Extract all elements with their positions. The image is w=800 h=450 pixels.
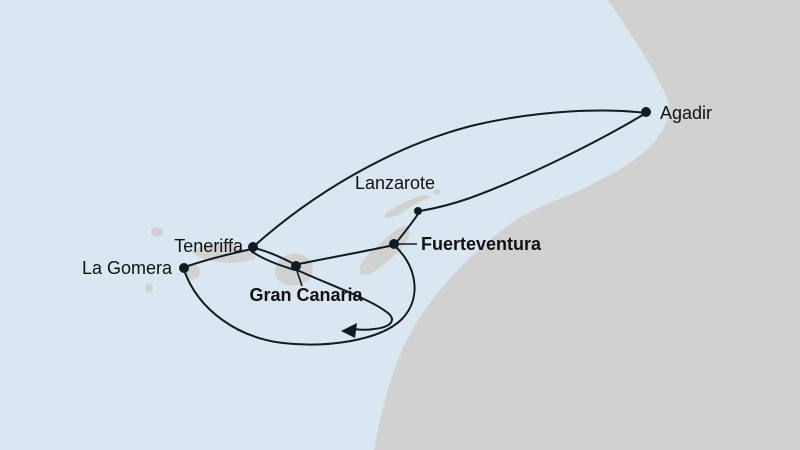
fuerteventura-island	[359, 226, 410, 276]
route-grancanaria-loop-branch	[296, 269, 393, 331]
route-agadir-lanzarote	[419, 112, 647, 212]
port-label-agadir: Agadir	[660, 103, 712, 123]
port-dot-fuerteventura	[389, 239, 399, 249]
grancanaria-label-connector	[295, 267, 303, 287]
port-dot-gran-canaria	[291, 261, 301, 271]
africa-coast-landmass	[374, 0, 800, 450]
port-dot-teneriffa	[248, 242, 258, 252]
route-teneriffa-lagomera	[184, 248, 253, 268]
el-hierro-islet	[145, 284, 153, 292]
teneriffa-island	[192, 242, 256, 263]
la-palma-islet	[151, 227, 163, 237]
port-label-fuerteventura: Fuerteventura	[421, 234, 542, 254]
route-grancanaria-teneriffa-b	[250, 250, 296, 271]
route-teneriffa-agadir	[252, 109, 647, 248]
port-label-gran-canaria: Gran Canaria	[249, 285, 363, 305]
la-graciosa-islet	[434, 189, 440, 195]
port-label-teneriffa: Teneriffa	[174, 236, 244, 256]
port-label-lanzarote: Lanzarote	[355, 173, 435, 193]
port-dot-agadir	[641, 107, 651, 117]
route-fuerteventura-grancanaria	[298, 244, 395, 265]
port-dot-lanzarote	[414, 207, 422, 215]
route-southern-loop	[183, 245, 416, 346]
route-direction-arrow	[341, 323, 357, 338]
port-dot-la-gomera	[179, 263, 189, 273]
lanzarote-island	[384, 195, 432, 218]
port-label-la-gomera: La Gomera	[82, 258, 173, 278]
